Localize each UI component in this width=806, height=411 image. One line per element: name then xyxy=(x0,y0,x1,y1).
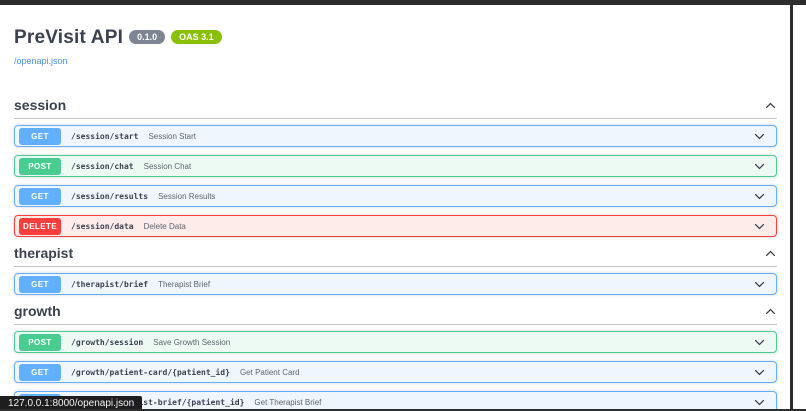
endpoint-path: /session/data xyxy=(71,221,134,231)
section-header-session[interactable]: session xyxy=(14,97,777,119)
chevron-down-icon xyxy=(754,193,765,199)
chevron-up-icon xyxy=(765,250,776,256)
chevron-down-icon xyxy=(754,281,765,287)
browser-status-tooltip: 127.0.0.1:8000/openapi.json xyxy=(0,396,143,411)
chevron-down-icon xyxy=(754,339,765,345)
section-title: growth xyxy=(14,303,61,319)
chevron-down-icon xyxy=(754,223,765,229)
endpoint-row[interactable]: GET/session/results Session Results xyxy=(14,185,777,207)
window-frame-top xyxy=(0,0,806,5)
method-badge: GET xyxy=(19,363,61,381)
chevron-down-icon xyxy=(754,163,765,169)
chevron-down-icon xyxy=(754,369,765,375)
section-header-growth[interactable]: growth xyxy=(14,303,777,325)
endpoint-summary: Session Start xyxy=(148,131,197,141)
endpoint-row[interactable]: DELETE/session/data Delete Data xyxy=(14,215,777,237)
endpoint-row[interactable]: POST/growth/session Save Growth Session xyxy=(14,331,777,353)
endpoint-summary: Get Patient Card xyxy=(239,367,300,377)
endpoint-path: /session/chat xyxy=(71,161,134,171)
endpoint-path: /growth/patient-card/{patient_id} xyxy=(71,367,230,377)
chevron-down-icon xyxy=(754,399,765,405)
endpoint-summary: Session Chat xyxy=(143,161,192,171)
section-title: therapist xyxy=(14,245,74,261)
method-badge: GET xyxy=(19,187,61,205)
endpoint-list: GET/therapist/brief Therapist Brief xyxy=(14,267,777,295)
method-badge: DELETE xyxy=(19,217,61,235)
method-badge: GET xyxy=(19,275,61,293)
endpoint-row[interactable]: POST/session/chat Session Chat xyxy=(14,155,777,177)
endpoint-row[interactable]: GET/session/start Session Start xyxy=(14,125,777,147)
method-badge: POST xyxy=(19,333,61,351)
method-badge: POST xyxy=(19,157,61,175)
endpoint-path: /growth/session xyxy=(71,337,144,347)
endpoint-summary: Delete Data xyxy=(143,221,186,231)
endpoint-summary: Session Results xyxy=(158,191,216,201)
window-frame-right xyxy=(790,0,793,411)
chevron-down-icon xyxy=(754,133,765,139)
section-header-therapist[interactable]: therapist xyxy=(14,245,777,267)
endpoint-path: /session/results xyxy=(71,191,149,201)
endpoint-row[interactable]: GET/growth/patient-card/{patient_id} Get … xyxy=(14,361,777,383)
chevron-up-icon xyxy=(765,308,776,314)
swagger-ui-page: PreVisit API 0.1.0 OAS 3.1 /openapi.json… xyxy=(14,5,777,411)
endpoint-row[interactable]: GET/therapist/brief Therapist Brief xyxy=(14,273,777,295)
chevron-up-icon xyxy=(765,102,776,108)
endpoint-summary: Get Therapist Brief xyxy=(254,397,322,407)
page-title: PreVisit API xyxy=(14,27,124,48)
openapi-spec-link[interactable]: /openapi.json xyxy=(14,56,68,66)
oas-badge: OAS 3.1 xyxy=(171,30,222,44)
api-info-block: PreVisit API 0.1.0 OAS 3.1 /openapi.json xyxy=(14,27,777,69)
endpoint-summary: Save Growth Session xyxy=(153,337,231,347)
section-title: session xyxy=(14,97,67,113)
version-badge: 0.1.0 xyxy=(129,30,166,44)
endpoint-summary: Therapist Brief xyxy=(158,279,211,289)
endpoint-path: /session/start xyxy=(71,131,139,141)
endpoint-path: /growth/therapist-brief/{patient_id} xyxy=(71,397,245,407)
method-badge: GET xyxy=(19,127,61,145)
endpoint-path: /therapist/brief xyxy=(71,279,149,289)
window-frame-bottom xyxy=(0,409,806,411)
